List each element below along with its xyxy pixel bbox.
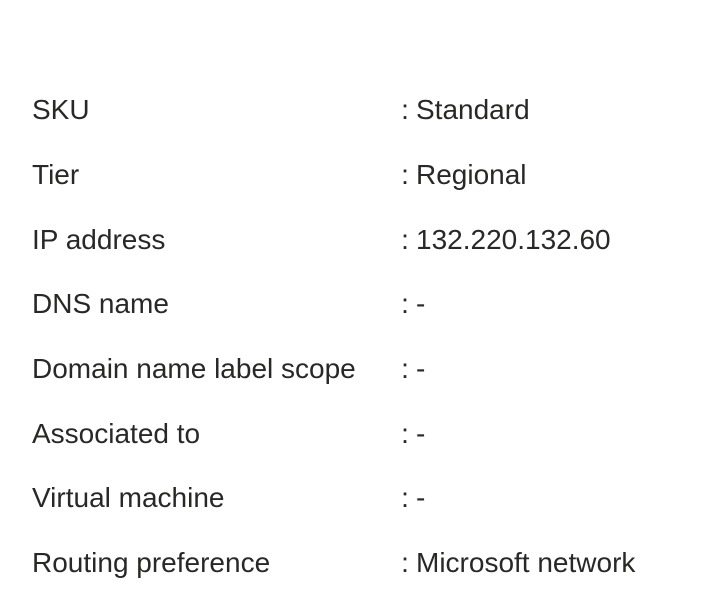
property-label: Domain name label scope — [32, 353, 356, 385]
property-separator: : — [401, 223, 409, 255]
property-value-dns-name: - — [416, 288, 426, 320]
property-value-domain-name-label-scope: - — [416, 353, 426, 385]
property-separator: : — [401, 94, 409, 126]
property-label: Virtual machine — [32, 482, 225, 514]
property-label: DNS name — [32, 288, 169, 320]
property-value-virtual-machine: - — [416, 482, 426, 514]
property-row-domain-name-label-scope: Domain name label scope : - — [32, 337, 712, 402]
essentials-properties-panel: SKU : Standard Tier : Regional IP addres… — [32, 78, 712, 596]
property-value-sku: Standard — [416, 94, 530, 126]
property-label: Routing preference — [32, 547, 271, 579]
property-label: Tier — [32, 159, 80, 191]
property-value-tier: Regional — [416, 159, 527, 191]
property-label: Associated to — [32, 417, 201, 449]
property-row-associated-to: Associated to : - — [32, 401, 712, 466]
property-value-ip-address[interactable]: 132.220.132.60 — [416, 223, 611, 255]
property-label: SKU — [32, 94, 90, 126]
property-row-routing-preference: Routing preference : Microsoft network — [32, 531, 712, 596]
property-row-dns-name: DNS name : - — [32, 272, 712, 337]
property-label: IP address — [32, 223, 166, 255]
property-value-routing-preference: Microsoft network — [416, 547, 636, 579]
property-separator: : — [401, 547, 409, 579]
property-separator: : — [401, 353, 409, 385]
property-separator: : — [401, 417, 409, 449]
property-separator: : — [401, 288, 409, 320]
property-row-ip-address: IP address : 132.220.132.60 — [32, 207, 712, 272]
property-separator: : — [401, 482, 409, 514]
property-value-associated-to: - — [416, 417, 426, 449]
property-row-tier: Tier : Regional — [32, 143, 712, 208]
property-row-virtual-machine: Virtual machine : - — [32, 466, 712, 531]
property-separator: : — [401, 159, 409, 191]
property-row-sku: SKU : Standard — [32, 78, 712, 143]
